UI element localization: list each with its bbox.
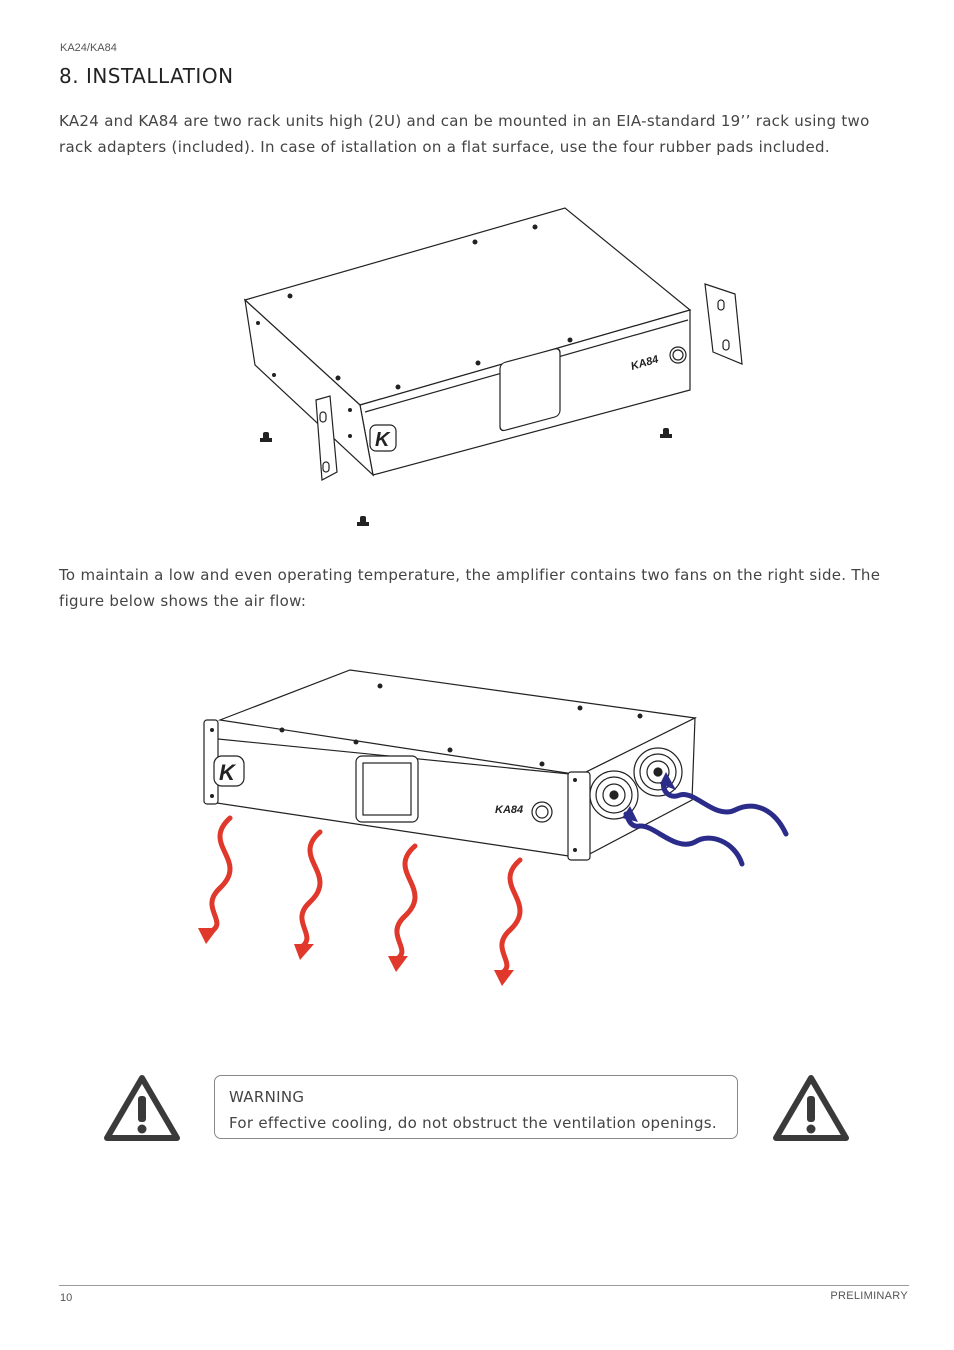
warning-text: For effective cooling, do not obstruct t… (229, 1114, 717, 1132)
logo-letter: K (375, 429, 391, 451)
logo-badge (213, 755, 245, 787)
right-rack-ear (567, 771, 591, 861)
intake-airflow-arrows (623, 777, 789, 867)
airflow-paragraph: To maintain a low and even operating tem… (59, 566, 881, 610)
right-rack-ear (704, 283, 743, 365)
warning-box: WARNING For effective cooling, do not ob… (214, 1075, 738, 1139)
front-model-label: KA84 (495, 804, 523, 816)
chassis-side (244, 298, 374, 477)
header-model: KA24/KA84 (60, 42, 117, 54)
power-knob (531, 801, 553, 823)
warning-title: WARNING (229, 1088, 305, 1106)
warning-triangle-icon (773, 1075, 849, 1141)
footer-rule (59, 1285, 909, 1286)
section-title: 8. INSTALLATION (59, 64, 234, 88)
power-knob (669, 346, 687, 364)
warning-triangle-icon (104, 1075, 180, 1141)
rack-mount-figure: KA84 K (243, 207, 743, 526)
display-screen (499, 348, 561, 432)
left-rack-ear (315, 395, 338, 481)
mounting-paragraph: KA24 and KA84 are two rack units high (2… (59, 112, 870, 156)
page-number: 10 (60, 1292, 73, 1304)
exhaust-airflow-arrows (207, 815, 523, 977)
document-status: PRELIMINARY (830, 1290, 908, 1302)
logo-badge (369, 424, 397, 452)
airflow-figure: KA84 K (198, 669, 789, 986)
rubber-feet (260, 428, 672, 526)
logo-letter: K (219, 760, 237, 785)
